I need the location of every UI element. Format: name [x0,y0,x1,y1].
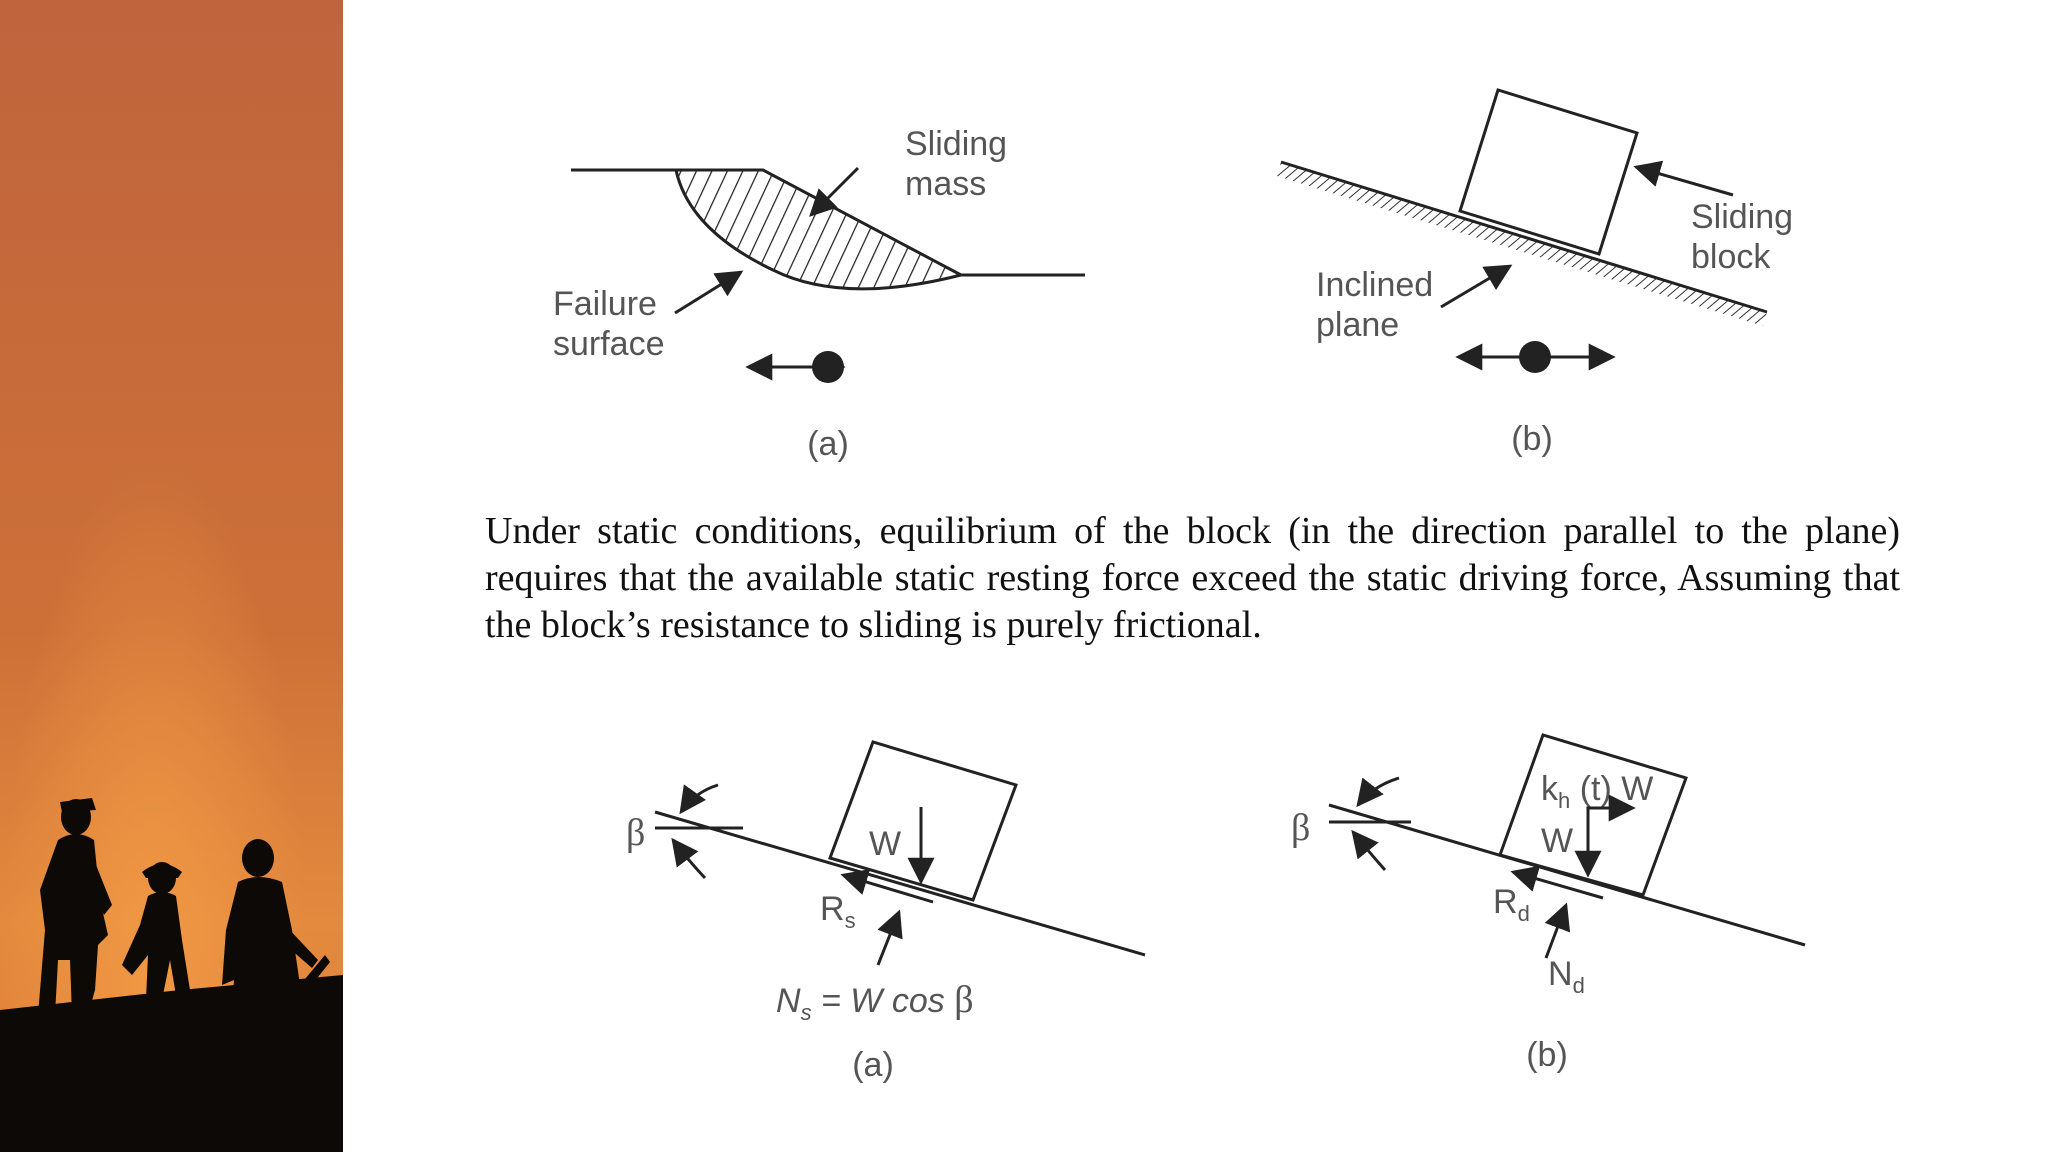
resisting-force-arrow [1510,865,1604,900]
shaking-indicator [745,351,846,383]
bottom-figures: β W Rs Ns = W cos β (a) β kh (t) W [626,733,1806,1084]
failure-surface-arrow [674,270,744,315]
normal-force-arrow [876,909,903,966]
normal-force-arrow [1544,902,1571,959]
caption-bottom-b: (b) [1526,1036,1568,1074]
slope-line [654,810,1146,957]
caption-top-a: (a) [807,425,849,463]
caption-bottom-a: (a) [852,1046,894,1084]
inclined-plane [1280,160,1768,314]
angle-arrow-lower [671,837,707,880]
weight-label: W [869,825,901,863]
static-forces-diagram: β W Rs Ns = W cos β (a) [626,740,1146,1084]
sliding-mass-label: Sliding mass [905,125,1017,203]
weight-label: W [1541,822,1573,860]
shaking-indicator [1455,341,1616,373]
pseudo-static-forces-diagram: β kh (t) W W Rd Nd (b) [1291,733,1806,1074]
resisting-force-label: Rs [820,890,856,933]
pseudo-static-force-arrow [1586,794,1636,832]
inclined-plane-label: Inclined plane [1316,266,1443,344]
sliding-block-label: Sliding block [1691,198,1803,276]
sliding-block-arrow [1633,160,1734,197]
block [1498,733,1688,897]
failure-surface-curve [674,169,962,291]
block [828,740,1018,902]
normal-force-label: Nd [1548,955,1585,998]
caption-top-b: (b) [1511,420,1553,458]
failure-surface-label: Failure surface [553,285,666,363]
angle-arrow-upper [679,783,719,815]
workers-silhouette-image [0,798,343,1152]
angle-arrow-upper [1356,776,1400,808]
inclined-plane-ground [1277,162,1767,326]
decorative-side-panel [0,0,343,1152]
resisting-force-label: Rd [1493,883,1530,926]
slide-content: Sliding mass Failure surface (a) Sliding… [343,0,2048,1152]
beta-symbol: β [1291,807,1310,849]
normal-force-equation: Ns = W cos β [776,979,974,1025]
inclined-plane-arrow [1440,264,1513,309]
resisting-force-arrow [840,869,934,904]
angle-arrow-lower [1351,829,1387,871]
sliding-block [1458,88,1639,256]
sliding-mass-arrow [809,166,860,217]
sliding-block-diagram: Sliding block Inclined plane (b) [1277,88,1803,458]
top-figures: Sliding mass Failure surface (a) Sliding… [553,88,1803,463]
beta-symbol: β [626,812,645,854]
body-paragraph: Under static conditions, equilibrium of … [485,510,1900,646]
